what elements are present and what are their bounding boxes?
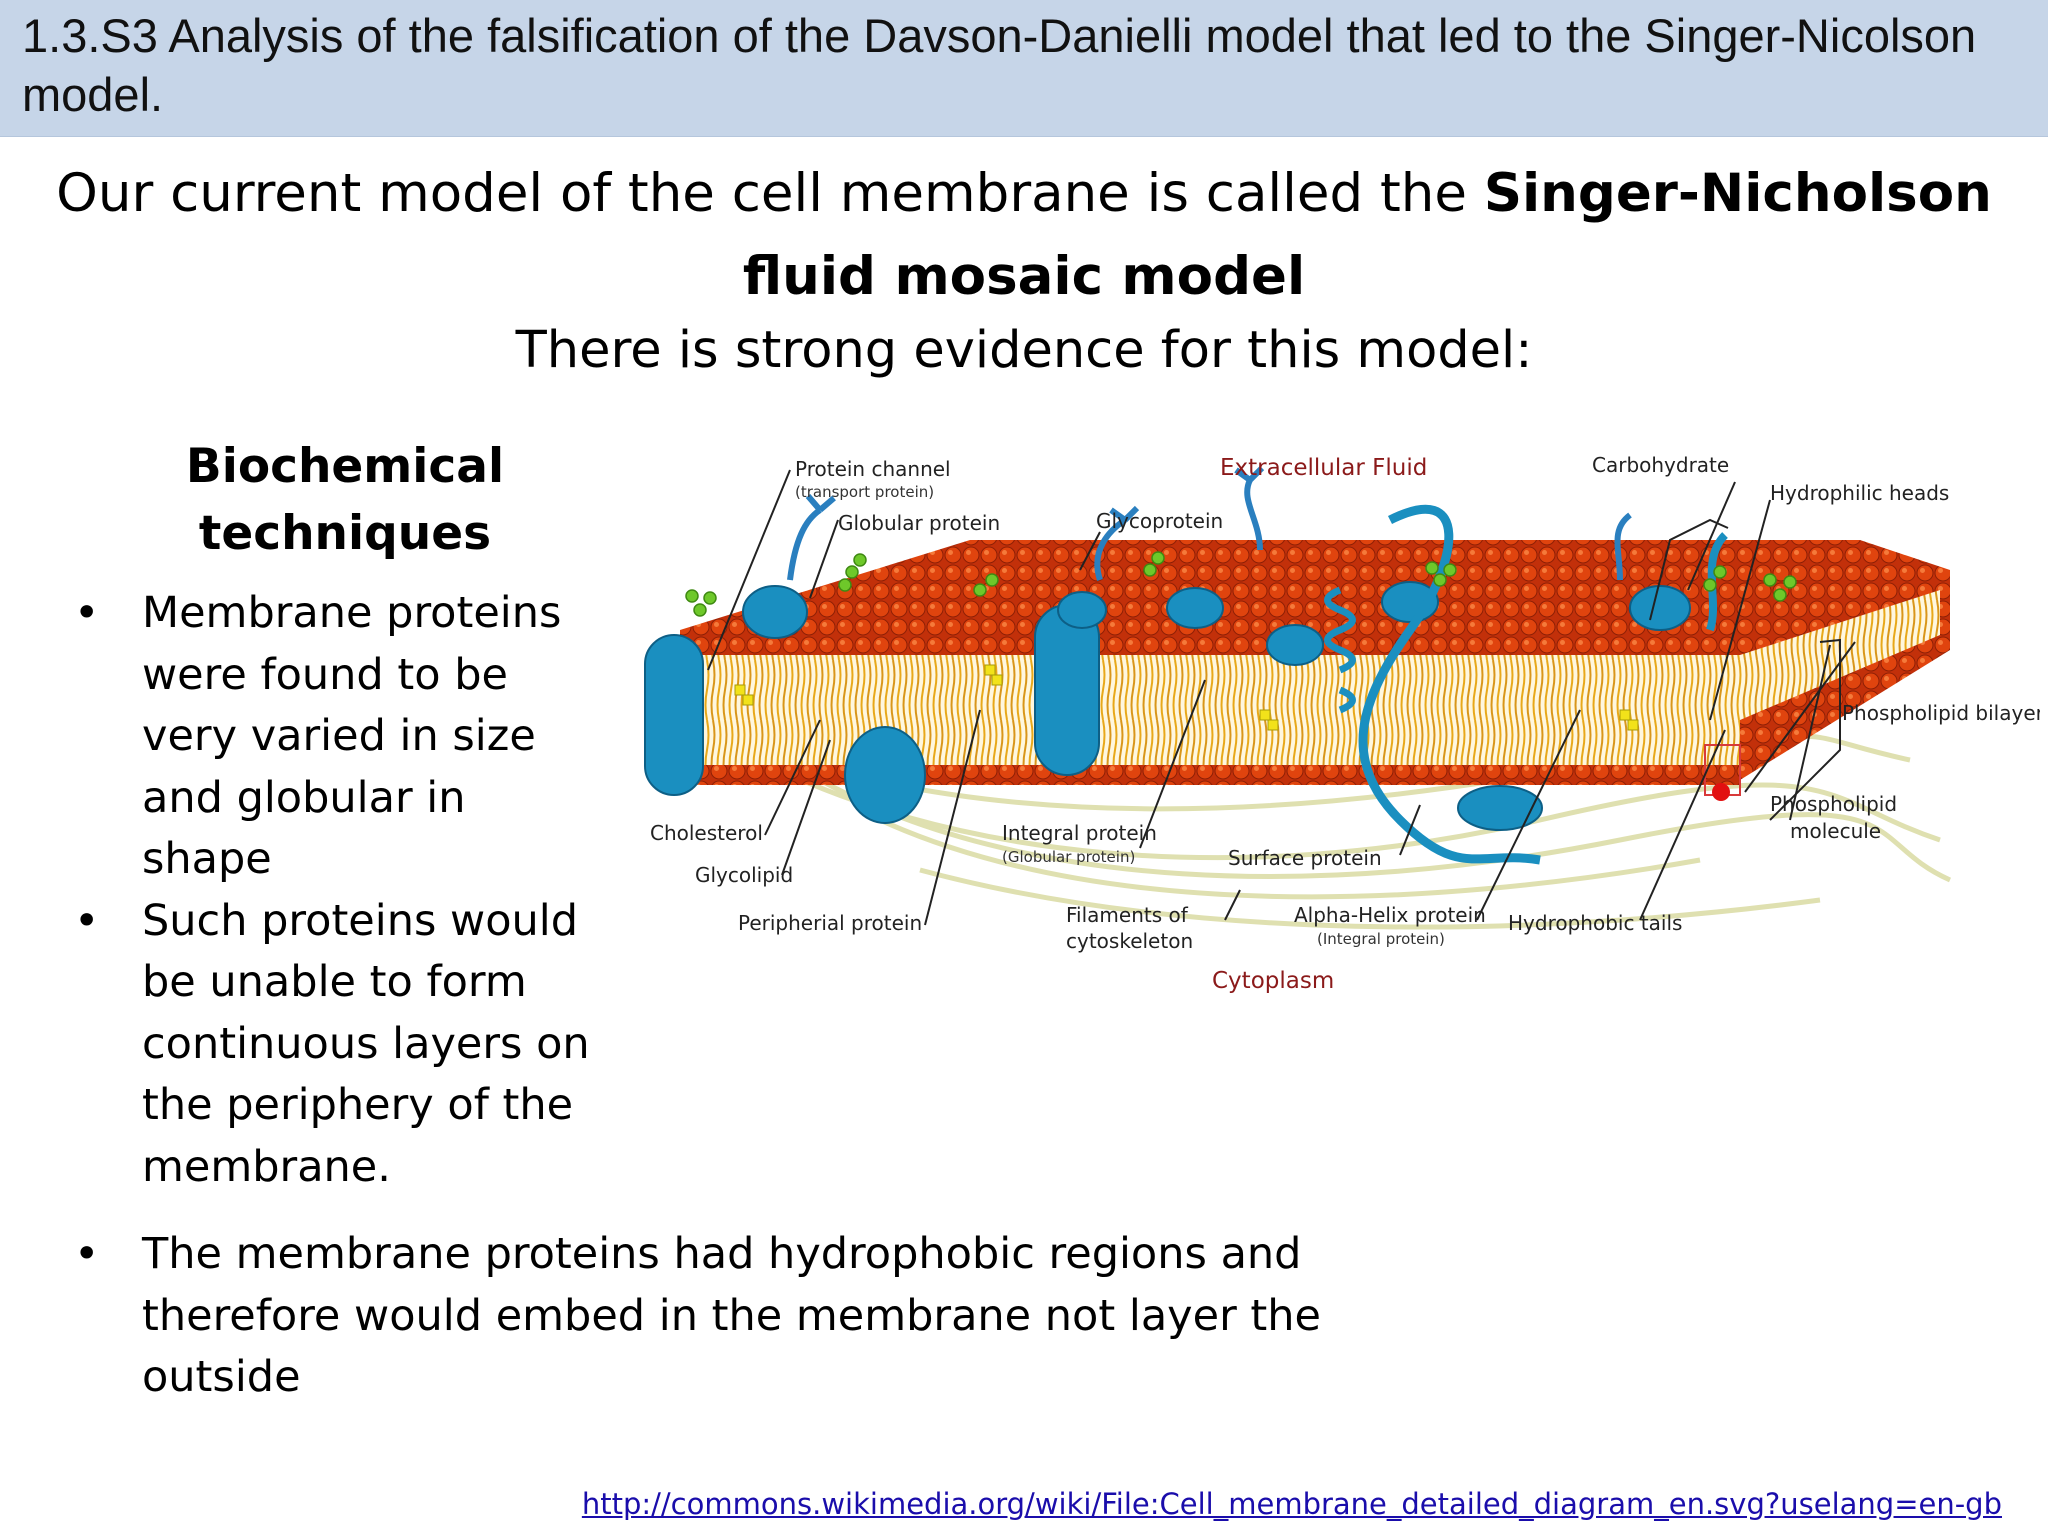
alpha-helix-shape — [1358, 504, 1541, 865]
glycolipid-chains — [685, 551, 1797, 617]
cholesterol-molecules — [734, 664, 1639, 731]
label-globular-protein: Globular protein — [838, 511, 1000, 535]
slide-title: 1.3.S3 Analysis of the falsification of … — [22, 9, 1977, 121]
label-phospholipid-bilayer: Phospholipid bilayer — [1842, 701, 2040, 725]
headline-prefix: Our current model of the cell membrane i… — [56, 163, 1484, 224]
label-protein-channel: Protein channel — [795, 457, 951, 481]
label-filaments-2: cytoskeleton — [1066, 929, 1193, 953]
bullet-text: The membrane proteins had hydrophobic re… — [142, 1229, 1321, 1402]
bullet-dot: • — [74, 895, 100, 946]
label-phospholipid-molecule-1: Phospholipid — [1770, 792, 1897, 816]
bullet-item: • Such proteins would be unable to form … — [70, 891, 590, 1199]
subline: There is strong evidence for this model: — [515, 321, 1533, 380]
bullet-item-wide: • The membrane proteins had hydrophobic … — [70, 1224, 1370, 1409]
label-surface-protein: Surface protein — [1228, 846, 1382, 870]
label-integral-protein: Integral protein — [1002, 821, 1157, 845]
bullet-list: • Membrane proteins were found to be ver… — [70, 583, 590, 1198]
bullet-dot: • — [74, 1229, 100, 1279]
label-glycolipid: Glycolipid — [695, 863, 793, 887]
bullet-dot: • — [74, 588, 100, 638]
source-link[interactable]: http://commons.wikimedia.org/wiki/File:C… — [581, 1487, 2002, 1521]
label-glycoprotein: Glycoprotein — [1096, 509, 1223, 533]
bullet-text: Such proteins would be unable to form co… — [142, 895, 590, 1192]
label-hydrophilic-heads: Hydrophilic heads — [1770, 481, 1949, 505]
globular-protein-shape — [742, 585, 808, 639]
label-pointer-lines — [707, 469, 1856, 926]
integral-protein-shape — [1034, 604, 1100, 776]
label-integral-protein-sub: (Globular protein) — [1002, 848, 1135, 866]
label-cholesterol: Cholesterol — [650, 821, 763, 845]
label-protein-channel-sub: (transport protein) — [795, 483, 934, 501]
surface-protein-shape — [1457, 785, 1543, 831]
label-carbohydrate: Carbohydrate — [1592, 453, 1729, 477]
header-bar: 1.3.S3 Analysis of the falsification of … — [0, 0, 2048, 137]
bullet-text: Membrane proteins were found to be very … — [142, 588, 562, 884]
label-peripheral-protein: Peripherial protein — [738, 911, 922, 935]
headline-bold: Singer-Nicholson fluid mosaic model — [742, 163, 1992, 307]
label-hydrophobic-tails: Hydrophobic tails — [1508, 911, 1682, 935]
headline: Our current model of the cell membrane i… — [20, 152, 2028, 318]
bullet-item: • Membrane proteins were found to be ver… — [70, 583, 590, 891]
label-phospholipid-molecule-2: molecule — [1790, 819, 1881, 843]
label-filaments-1: Filaments of — [1066, 903, 1189, 927]
peripheral-protein-shape — [844, 726, 926, 824]
label-extracellular: Extracellular Fluid — [1220, 455, 1427, 481]
protein-channel-shape — [644, 634, 704, 796]
carbohydrate-chains — [787, 465, 1632, 581]
section-heading: Biochemical techniques — [185, 439, 505, 561]
membrane-proteins — [644, 504, 1729, 865]
label-cytoplasm: Cytoplasm — [1212, 968, 1334, 994]
label-alpha-helix-sub: (Integral protein) — [1317, 930, 1445, 948]
cell-membrane-diagram: Extracellular Fluid Protein channel (tra… — [644, 453, 2040, 994]
phospholipid-molecule-highlight — [1704, 744, 1741, 801]
label-alpha-helix: Alpha-Helix protein — [1294, 903, 1486, 927]
